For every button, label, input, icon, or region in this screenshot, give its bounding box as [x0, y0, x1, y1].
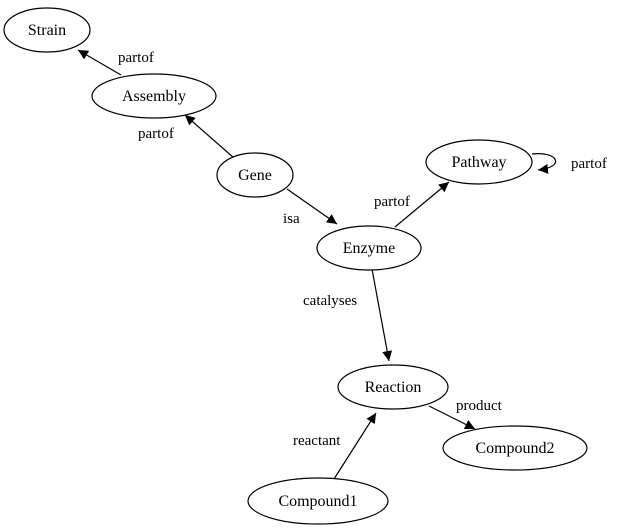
edge-gene-assembly [184, 114, 235, 159]
node-gene: Gene [216, 152, 294, 198]
edge-label-gene-enzyme: isa [283, 211, 300, 227]
node-label-strain: Strain [28, 22, 66, 39]
node-label-gene: Gene [238, 167, 272, 184]
edge-enzyme-reaction [371, 268, 393, 362]
edge-reaction-compound2 [428, 405, 476, 430]
node-label-assembly: Assembly [122, 88, 186, 105]
edge-label-assembly-strain: partof [118, 50, 154, 66]
edge-assembly-strain [77, 49, 122, 76]
edge-label-enzyme-reaction: catalyses [303, 293, 357, 309]
node-compound1: Compound1 [247, 477, 389, 525]
node-strain: Strain [3, 7, 91, 53]
edge-compound1-reaction [333, 412, 377, 480]
edge-label-enzyme-pathway: partof [374, 194, 410, 210]
node-label-pathway: Pathway [451, 154, 506, 171]
edge-pathway-pathway [531, 153, 557, 174]
edge-label-pathway-pathway: partof [571, 156, 607, 172]
node-label-reaction: Reaction [365, 379, 422, 396]
node-assembly: Assembly [91, 73, 217, 119]
edge-enzyme-pathway [394, 181, 450, 228]
node-label-compound1: Compound1 [278, 493, 357, 510]
node-compound2: Compound2 [442, 425, 588, 471]
node-pathway: Pathway [425, 139, 533, 185]
node-label-enzyme: Enzyme [343, 240, 395, 257]
edge-label-reaction-compound2: product [456, 398, 503, 414]
node-label-compound2: Compound2 [475, 440, 554, 457]
node-enzyme: Enzyme [316, 225, 422, 271]
edges [77, 49, 557, 480]
edge-gene-enzyme [286, 188, 338, 225]
edge-label-compound1-reaction: reactant [293, 433, 341, 449]
nodes: Strain Assembly Gene Pathway Enzyme Reac… [3, 7, 588, 525]
edge-label-gene-assembly: partof [138, 126, 174, 142]
edge-labels: partof partof isa partof partof catalyse… [118, 50, 607, 449]
node-reaction: Reaction [337, 364, 449, 410]
